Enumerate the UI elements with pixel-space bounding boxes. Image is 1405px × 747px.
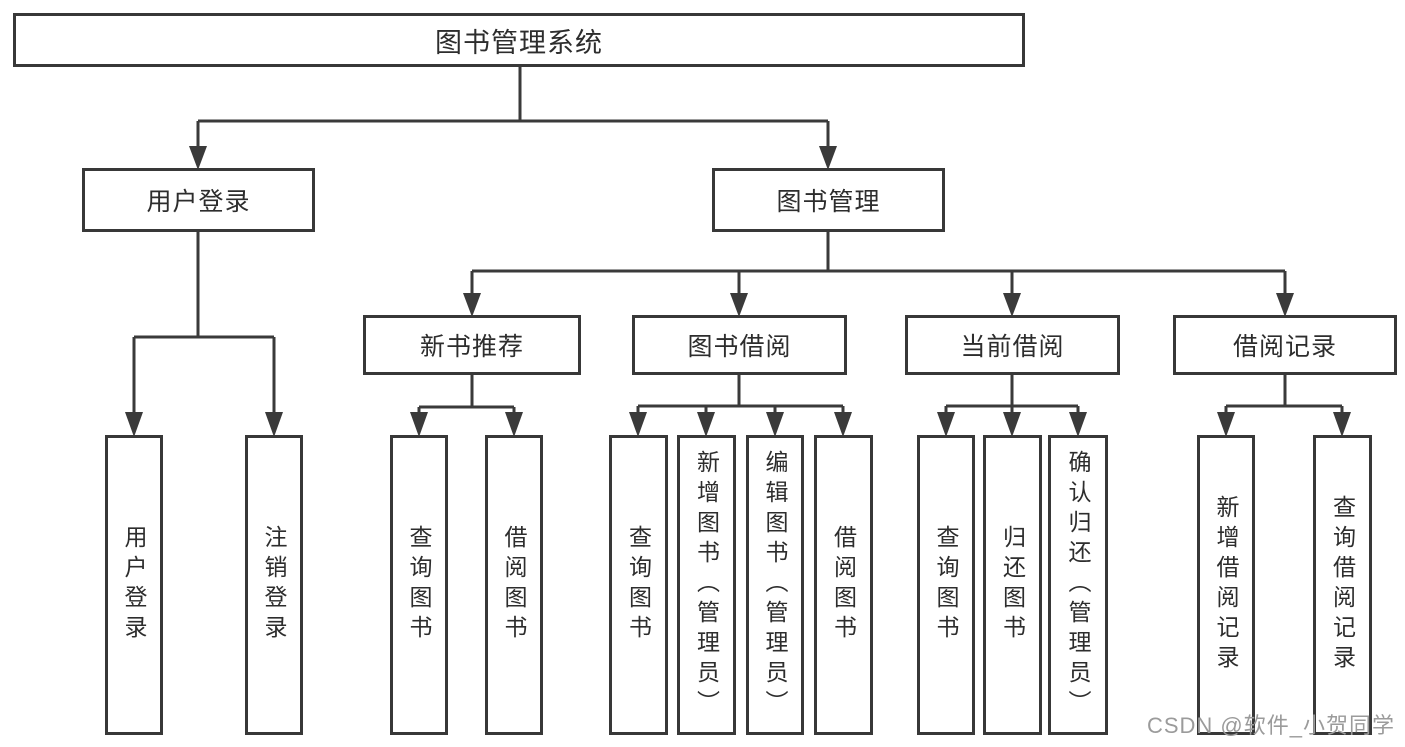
leaf-label: 注销登录 xyxy=(261,525,287,645)
leaf-label: 查询借阅记录 xyxy=(1329,495,1356,675)
arrowhead xyxy=(937,412,955,437)
leaf-borrow-borrow-books: 借阅图书 xyxy=(814,435,873,735)
node-book-borrow: 图书借阅 xyxy=(632,315,847,375)
leaf-label: 确认归还（管理员） xyxy=(1065,450,1091,720)
node-new-book-recommend: 新书推荐 xyxy=(363,315,581,375)
arrowhead xyxy=(766,412,784,437)
leaf-label: 新增借阅记录 xyxy=(1213,495,1239,675)
leaf-current-query-books: 查询图书 xyxy=(917,435,975,735)
node-label: 图书管理系统 xyxy=(435,27,603,58)
leaf-borrow-edit-books-admin: 编辑图书（管理员） xyxy=(746,435,804,735)
leaf-newbook-query-books: 查询图书 xyxy=(390,435,448,735)
node-label: 新书推荐 xyxy=(419,333,524,361)
leaf-label: 查询图书 xyxy=(406,525,432,645)
leaf-current-confirm-return-admin: 确认归还（管理员） xyxy=(1048,435,1108,735)
connector-bookborrow-to-leaves xyxy=(629,374,852,437)
leaf-label: 新增图书（管理员） xyxy=(693,450,720,720)
connector-userlogin-to-leaves xyxy=(125,231,283,437)
node-label: 用户登录 xyxy=(146,188,251,216)
leaf-label: 编辑图书（管理员） xyxy=(762,450,788,720)
arrowhead xyxy=(1069,412,1087,437)
leaf-current-return-books: 归还图书 xyxy=(983,435,1042,735)
leaf-records-query-record: 查询借阅记录 xyxy=(1313,435,1372,735)
arrowhead xyxy=(697,412,715,437)
leaf-user-login: 用户登录 xyxy=(105,435,163,735)
arrowhead xyxy=(189,146,207,170)
leaf-label: 借阅图书 xyxy=(501,525,527,645)
connector-newbook-to-leaves xyxy=(410,374,523,437)
csdn-watermark: CSDN @软件_小贺同学 xyxy=(1146,713,1395,738)
arrowhead xyxy=(819,146,837,170)
node-root-library-system: 图书管理系统 xyxy=(13,13,1025,67)
arrowhead xyxy=(410,412,428,437)
leaf-borrow-add-books-admin: 新增图书（管理员） xyxy=(677,435,736,735)
leaf-label: 查询图书 xyxy=(625,525,652,645)
arrowhead xyxy=(1003,412,1021,437)
arrowhead xyxy=(629,412,647,437)
node-book-management: 图书管理 xyxy=(712,168,945,232)
connector-records-to-leaves xyxy=(1217,374,1351,437)
node-current-borrow: 当前借阅 xyxy=(905,315,1120,375)
connector-currentborrow-to-leaves xyxy=(937,374,1087,437)
node-label: 图书管理 xyxy=(776,188,881,216)
arrowhead xyxy=(463,293,481,317)
node-borrow-records: 借阅记录 xyxy=(1173,315,1397,375)
leaf-label: 借阅图书 xyxy=(830,525,857,645)
arrowhead xyxy=(834,412,852,437)
connector-bookmgmt-to-level3 xyxy=(463,231,1294,317)
arrowhead xyxy=(125,412,143,437)
leaf-label: 用户登录 xyxy=(121,525,147,645)
leaf-label: 查询图书 xyxy=(933,525,959,645)
leaf-newbook-borrow-books: 借阅图书 xyxy=(485,435,543,735)
arrowhead xyxy=(1276,293,1294,317)
leaf-logout: 注销登录 xyxy=(245,435,303,735)
leaf-records-add-record: 新增借阅记录 xyxy=(1197,435,1255,735)
connector-root-to-level2 xyxy=(189,66,837,170)
arrowhead xyxy=(730,293,748,317)
node-label: 借阅记录 xyxy=(1232,333,1337,361)
arrowhead xyxy=(1333,412,1351,437)
arrowhead xyxy=(265,412,283,437)
leaf-borrow-query-books: 查询图书 xyxy=(609,435,668,735)
arrowhead xyxy=(1003,293,1021,317)
node-label: 当前借阅 xyxy=(960,333,1065,361)
arrowhead xyxy=(505,412,523,437)
node-user-login: 用户登录 xyxy=(82,168,315,232)
arrowhead xyxy=(1217,412,1235,437)
node-label: 图书借阅 xyxy=(687,333,792,361)
leaf-label: 归还图书 xyxy=(999,525,1026,645)
